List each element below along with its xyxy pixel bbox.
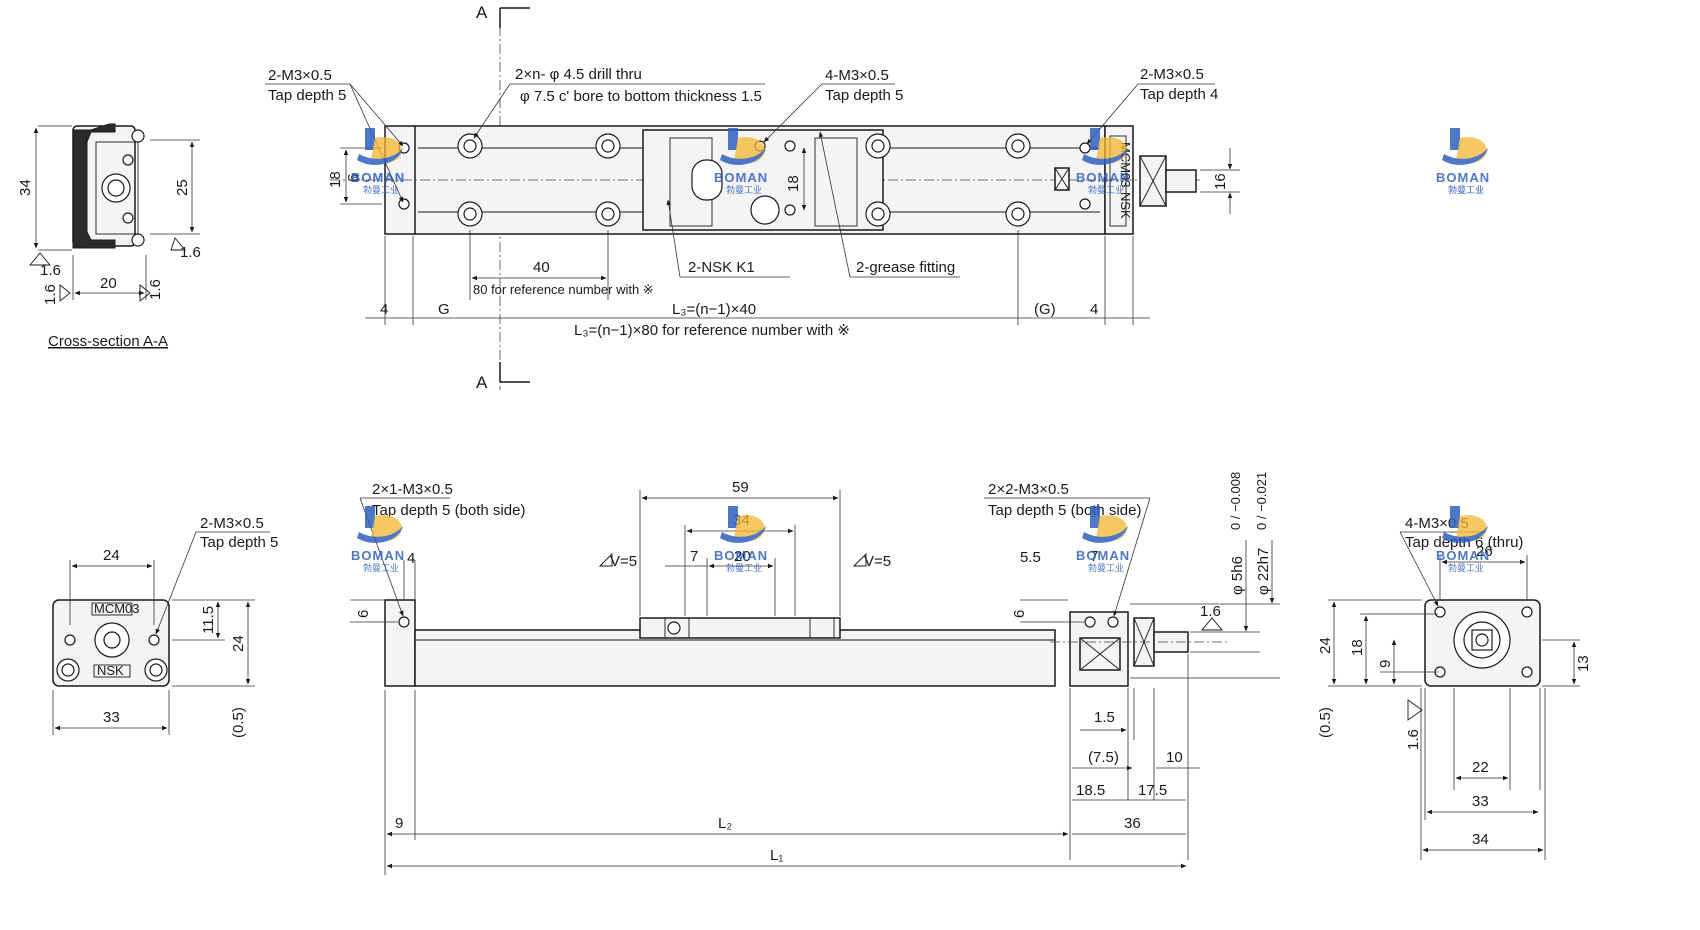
top-dim-l3-note: L₃=(n−1)×80 for reference number with ※ [574,322,850,339]
section-line-a: A A [476,3,530,392]
ev-right-dim-34: 34 [1472,831,1489,848]
top-dim-40-note: 80 for reference number with ※ [473,282,654,297]
cross-section-title: Cross-section A-A [48,333,168,350]
cs-dim-20: 20 [100,275,117,292]
sv-dim-l1: L₁ [770,847,783,864]
rail-holes [398,133,1091,227]
top-dim-4-right: 4 [1090,301,1098,318]
top-callout-drill-1: 2×n- φ 4.5 drill thru [515,66,642,83]
sv-dim-6b: 6 [1011,610,1028,618]
end-view-left: MCM03 NSK 24 33 24 11.5 (0.5) 2-M3×0.5 T… [52,515,278,738]
ev-left-callout-1: 2-M3×0.5 [200,515,264,532]
sv-dim-17-5: 17.5 [1138,782,1167,799]
ev-right-dim-18: 18 [1349,639,1366,656]
top-dim-g-right: (G) [1034,301,1056,318]
section-label-top: A [476,3,488,22]
wm-brand-1: BOMAN [351,170,405,185]
top-view: MCM03 NSK 16 18 6 18 2-M3×0.5 Tap depth … [265,66,1240,339]
sv-bore-22: φ 22h7 [1255,548,1272,595]
sv-dim-7a: 7 [690,548,698,565]
sv-callout-left-1: 2×1-M3×0.5 [372,481,453,498]
top-callout-left-1: 2-M3×0.5 [268,67,332,84]
top-callout-table-1: 4-M3×0.5 [825,67,889,84]
sv-dim-10: 10 [1166,749,1183,766]
cs-dim-34: 34 [17,179,34,196]
sv-dim-9: 9 [395,815,403,832]
sv-dim-6: 6 [355,610,372,618]
cs-rough-b: 1.6 [180,244,201,261]
sv-callout-right-2: Tap depth 5 (both side) [988,502,1141,519]
sv-dim-36: 36 [1124,815,1141,832]
sv-shaft-5: φ 5h6 [1229,556,1246,595]
ev-right-dim-22: 22 [1472,759,1489,776]
ev-left-callout-2: Tap depth 5 [200,534,278,551]
cs-rough-d: 1.6 [147,279,164,300]
end-view-right: 26 4-M3×0.5 Tap depth 6 (thru) 24 18 9 (… [1317,515,1592,860]
ev-left-dim-gap: (0.5) [230,707,247,738]
cs-rough-c: 1.6 [42,284,59,305]
ev-left-nsk: NSK [97,663,124,678]
ev-right-dim-9: 9 [1377,660,1394,668]
watermark-logos: BOMAN 勃曼工业 [351,128,1491,573]
sv-dim-1-5: 1.5 [1094,709,1115,726]
sv-dim-l2: L₂ [718,815,732,832]
top-callout-left-2: Tap depth 5 [268,87,346,104]
top-dim-18-table: 18 [785,175,802,192]
top-callout-drill-2: φ 7.5 c' bore to bottom thickness 1.5 [520,88,762,105]
sv-shaft-5-tol: 0 / −0.008 [1228,472,1243,530]
cs-dim-25: 25 [174,179,191,196]
ev-left-dim-11-5: 11.5 [200,606,217,634]
sv-dim-4: 4 [407,550,415,567]
ev-right-dim-13: 13 [1575,655,1592,672]
sv-callout-right-1: 2×2-M3×0.5 [988,481,1069,498]
cross-section-view: 34 25 20 1.6 1.6 1.6 1.6 Cross-section A… [17,123,201,350]
top-dim-16: 16 [1212,173,1229,190]
top-nsk-label: NSK [1118,192,1133,219]
ev-left-dim-24-top: 24 [103,547,120,564]
sv-dim-7-5: (7.5) [1088,749,1119,766]
sv-dim-18-5: 18.5 [1076,782,1105,799]
top-callout-right-2: Tap depth 4 [1140,86,1218,103]
sv-dim-59: 59 [732,479,749,496]
top-dim-4-left: 4 [380,301,388,318]
ev-right-dim-gap: (0.5) [1317,707,1334,738]
top-dim-l3: L₃=(n−1)×40 [672,301,756,318]
sv-rough: 1.6 [1200,603,1221,620]
cs-rough-a: 1.6 [40,262,61,279]
top-callout-grease: 2-grease fitting [856,259,955,276]
ev-right-dim-24: 24 [1317,637,1334,654]
sv-dim-5-5: 5.5 [1020,549,1041,566]
top-dim-g-left: G [438,301,450,318]
sv-bore-22-tol: 0 / −0.021 [1254,472,1269,530]
ev-left-dim-33: 33 [103,709,120,726]
ev-left-motor: MCM03 [94,601,140,616]
ev-right-dim-33: 33 [1472,793,1489,810]
sv-v-right: V=5 [864,553,891,570]
top-callout-table-2: Tap depth 5 [825,87,903,104]
top-dim-18-left: 18 [327,171,344,188]
section-label-bottom: A [476,373,488,392]
top-dim-40: 40 [533,259,550,276]
sv-callout-left-2: Tap depth 5 (both side) [372,502,525,519]
ev-left-dim-24-h: 24 [230,635,247,652]
sv-v-left: V=5 [610,553,637,570]
top-callout-right-1: 2-M3×0.5 [1140,66,1204,83]
wm-sub-1: 勃曼工业 [1448,184,1484,195]
ev-right-rough: 1.6 [1405,729,1422,750]
side-view: 59 34 20 7 7 V=5 V=5 4 6 5.5 6 2×1-M3×0.… [350,472,1280,875]
top-callout-nsk: 2-NSK K1 [688,259,755,276]
